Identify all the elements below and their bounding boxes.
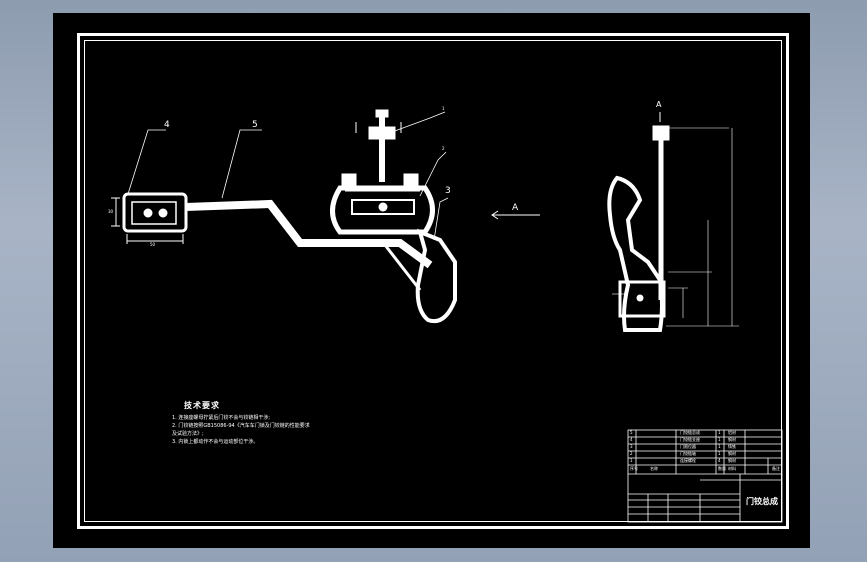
bom-header-cell: 备注: [772, 466, 780, 471]
bom-cell: 1: [630, 458, 633, 463]
drawing-border-inner: [84, 40, 782, 522]
dimension-height: 30: [108, 209, 114, 214]
bom-cell: 2: [630, 451, 633, 456]
bom-cell: 钢材: [728, 451, 736, 456]
bom-cell: 5: [630, 430, 633, 435]
bom-header-cell: 序号: [630, 466, 638, 471]
tech-requirements-title: 技术要求: [184, 401, 220, 410]
bom-cell: 铸铁: [728, 444, 736, 449]
part-label-3: 3: [445, 186, 451, 196]
leader-lines: [127, 111, 449, 241]
bom-cell: 1: [718, 430, 721, 435]
part-5-rod: [185, 199, 433, 269]
drawing-canvas: [53, 13, 810, 548]
bom-header-cell: 材料: [728, 466, 736, 471]
part-label-4: 4: [164, 120, 170, 130]
bom-cell: 4: [718, 458, 721, 463]
drawing-border-outer: [77, 33, 789, 529]
bom-cell: 1: [718, 444, 721, 449]
tech-requirement-line: 3. 内锁上都动作不会与运动部位干涉。: [172, 439, 259, 445]
title-block-title: 门铰总成: [746, 497, 778, 506]
tech-requirement-line: 1. 连接座螺母拧紧后门铰不会与铰链相干涉;: [172, 415, 271, 421]
bom-cell: 连接螺栓: [680, 458, 696, 463]
side-view-label: A: [656, 100, 662, 109]
part-4-block: [111, 192, 188, 244]
dimension-width: 50: [150, 242, 156, 247]
bom-cell: 门铰链轴: [680, 451, 696, 456]
tech-requirement-line: 2. 门铰链按照GB15086-94《汽车车门锁及门铰链的性能要求: [172, 423, 310, 429]
view-arrow-label: A: [512, 203, 519, 213]
title-block-lines: [627, 429, 783, 523]
view-arrow: [491, 210, 540, 220]
bom-cell: 钢材: [728, 437, 736, 442]
part-label-5: 5: [252, 120, 258, 130]
bom-cell: 铝材: [728, 430, 736, 435]
bom-cell: 1: [718, 437, 721, 442]
bom-cell: 门限位器: [680, 444, 696, 449]
part-label-1: 1: [442, 106, 445, 111]
bom-cell: 钢材: [728, 458, 736, 463]
side-view: [607, 112, 739, 332]
bom-cell: 门铰链支座: [680, 437, 700, 442]
part-label-2: 2: [442, 146, 445, 151]
bom-cell: 1: [718, 451, 721, 456]
bom-cell: 3: [630, 444, 633, 449]
tech-requirement-line: 及试验方法》;: [172, 431, 204, 437]
bom-header-cell: 名称: [650, 466, 658, 471]
bom-header-cell: 数量: [718, 466, 726, 471]
hinge-assembly: [330, 109, 457, 323]
bom-cell: 4: [630, 437, 633, 442]
bom-cell: 门铰链总成: [680, 430, 700, 435]
